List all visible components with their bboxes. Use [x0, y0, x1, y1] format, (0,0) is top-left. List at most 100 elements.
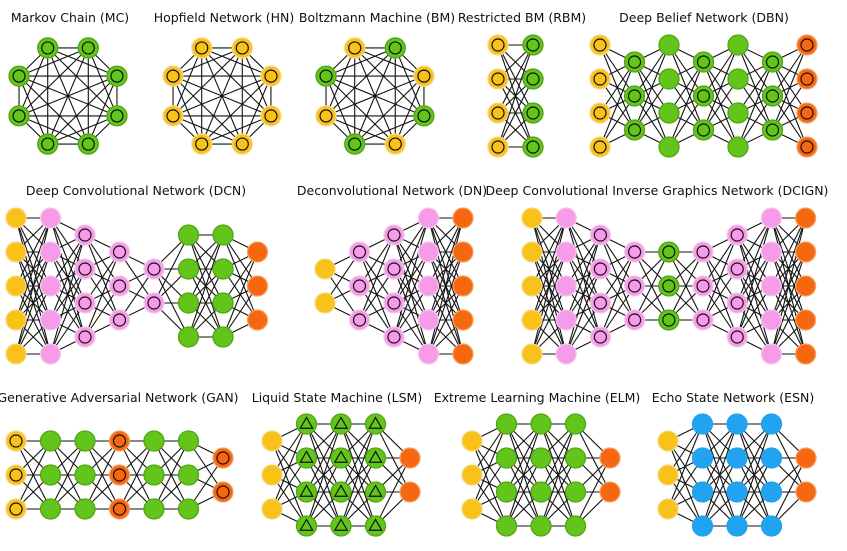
gan-node-6	[74, 430, 96, 452]
dcn-edge-20	[15, 217, 52, 355]
dcn-edge-21	[15, 251, 52, 355]
dcign-node-11	[589, 258, 612, 280]
dn-node-2-inner-circle	[352, 245, 367, 259]
lsm-node-11	[364, 413, 387, 435]
dcign-node-10-inner-circle	[593, 228, 608, 242]
esn-edge-8	[667, 423, 704, 510]
elm-node-15	[599, 447, 621, 469]
esn-node-11	[760, 413, 783, 435]
gan-node-4	[39, 464, 62, 486]
dbn-node-3-inner-circle	[593, 140, 607, 154]
dcn-edge-96	[222, 251, 259, 338]
gan-node-10	[108, 464, 131, 486]
dcn-node-28	[246, 275, 269, 297]
dcn-node-1	[5, 241, 27, 263]
bm-edge-26	[325, 47, 356, 117]
graph-bm	[315, 37, 435, 155]
hn-edge-12	[201, 47, 272, 77]
mc-node-0	[77, 37, 99, 59]
dbn-node-2	[589, 102, 611, 124]
graph-gan	[5, 430, 234, 520]
lsm-node-12-inner-triangle	[368, 450, 383, 463]
dn-node-9	[417, 207, 440, 229]
gan-node-8	[74, 498, 96, 520]
gan-node-11	[108, 498, 131, 520]
graph-lsm	[261, 413, 421, 537]
hn-edge-23	[172, 75, 203, 145]
bm-edge-23	[325, 75, 356, 145]
dbn-edge-44	[702, 44, 739, 131]
dn-edge-58	[427, 217, 464, 355]
hn-edge-4	[172, 47, 243, 117]
network-esn: Echo State Network (ESN)	[652, 390, 817, 537]
bm-node-2	[413, 105, 435, 127]
gan-node-7	[74, 464, 96, 486]
elm-node-5	[495, 481, 518, 503]
mc-node-5-inner-circle	[12, 109, 26, 123]
dcn-node-7	[39, 275, 62, 297]
elm-node-10	[530, 515, 552, 537]
dn-node-6-inner-circle	[387, 262, 401, 276]
gan-node-12	[143, 430, 165, 452]
gan-node-1-inner-circle	[9, 468, 23, 482]
elm-node-0	[461, 430, 483, 452]
dn-node-16	[452, 275, 474, 297]
dcign-node-28	[760, 241, 783, 263]
dn-edge-59	[427, 251, 464, 355]
gan-node-18	[212, 447, 234, 469]
esn-node-13	[760, 481, 783, 503]
dbn-node-11	[692, 51, 715, 73]
mc-edge-9	[47, 75, 118, 145]
dbn-node-6	[623, 119, 646, 141]
elm-node-16	[599, 481, 621, 503]
dcn-node-18-inner-circle	[147, 296, 161, 310]
dcn-edge-10	[15, 217, 51, 287]
dn-node-1	[314, 292, 336, 314]
bm-node-1	[413, 65, 435, 87]
gan-node-14	[143, 498, 165, 520]
mc-node-0-inner-circle	[81, 41, 95, 55]
dcign-edge-54	[599, 251, 636, 338]
rbm-node-0	[487, 34, 509, 56]
dcign-node-20	[692, 241, 714, 263]
graph-dcign	[521, 207, 817, 365]
elm-node-1	[461, 464, 483, 486]
hn-node-1	[260, 65, 282, 87]
dbn-node-4-inner-circle	[627, 55, 642, 69]
gan-node-9	[108, 430, 131, 452]
mc-edge-4	[18, 47, 89, 117]
bm-node-3-inner-circle	[388, 137, 402, 151]
dcign-edge-37	[565, 234, 601, 321]
bm-edge-9	[354, 75, 425, 145]
dcn-node-8	[39, 309, 62, 331]
lsm-node-13-inner-triangle	[368, 484, 383, 497]
esn-node-3	[691, 413, 714, 435]
hn-node-2	[260, 105, 282, 127]
esn-node-14	[760, 515, 783, 537]
elm-node-9	[530, 481, 552, 503]
dcign-edge-97	[736, 217, 772, 304]
title-rbm: Restricted BM (RBM)	[458, 10, 586, 25]
dbn-node-1-inner-circle	[593, 72, 607, 86]
dbn-node-5	[623, 85, 646, 107]
dcign-node-30	[760, 309, 783, 331]
bm-node-4-inner-circle	[348, 137, 362, 151]
dcign-node-15-inner-circle	[627, 279, 642, 293]
dcign-node-35	[794, 309, 817, 331]
dbn-node-0	[589, 34, 611, 56]
dbn-node-23-inner-circle	[800, 106, 814, 120]
bm-node-4	[344, 133, 366, 155]
hn-node-2-inner-circle	[264, 109, 278, 123]
bm-edge-20	[325, 75, 396, 145]
dbn-node-19-inner-circle	[765, 89, 780, 103]
dn-node-0	[314, 258, 336, 280]
mc-node-4-inner-circle	[41, 137, 55, 151]
elm-edge-25	[506, 457, 542, 527]
hn-edge-19	[172, 115, 243, 145]
gan-node-2-inner-circle	[9, 502, 23, 516]
dn-node-18	[452, 343, 474, 365]
dbn-node-13	[692, 119, 715, 141]
dcign-node-22-inner-circle	[696, 313, 710, 327]
dcn-edge-15	[15, 217, 52, 321]
rbm-edge-13	[497, 78, 534, 148]
